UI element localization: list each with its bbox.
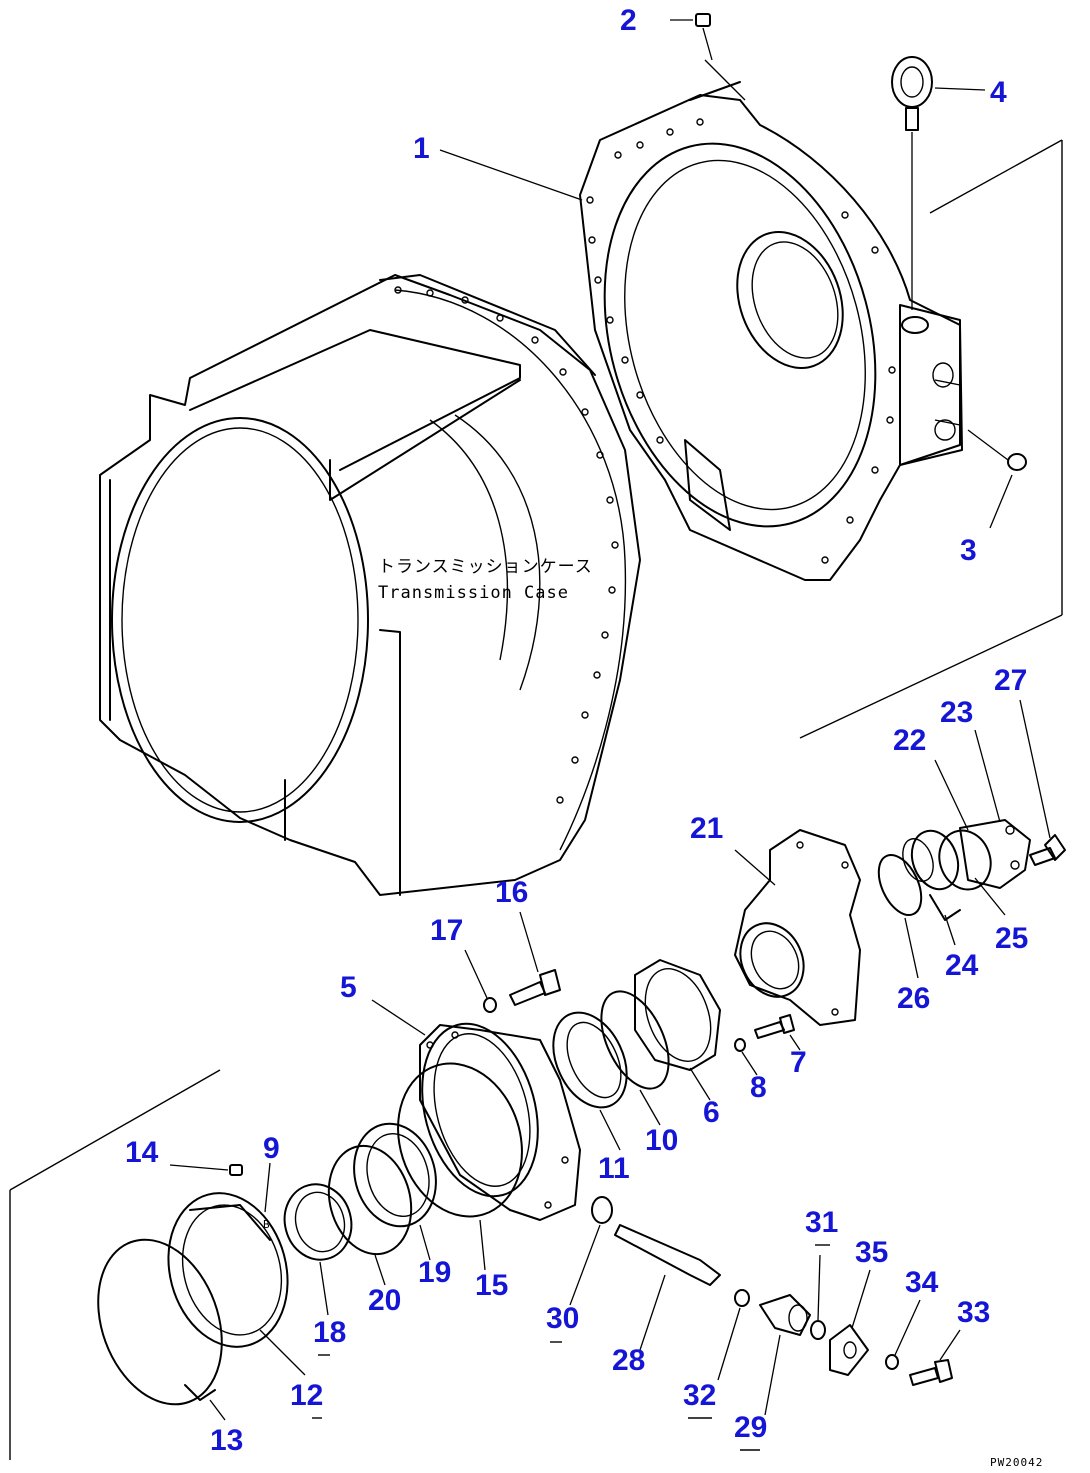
callout-1: 1	[413, 132, 430, 165]
callout-24: 24	[945, 949, 979, 982]
callout-7: 7	[790, 1046, 807, 1079]
part-17-washer	[483, 997, 497, 1013]
callout-12: 12	[290, 1379, 323, 1412]
housing-bolt-holes	[586, 118, 896, 564]
leader-lines	[169, 19, 1051, 1421]
callout-28: 28	[612, 1344, 645, 1377]
callout-ticks	[312, 1244, 830, 1451]
part-29-gear	[759, 1294, 811, 1336]
part-25-sleeve	[902, 829, 961, 921]
part-27-bolt	[1029, 834, 1066, 866]
callout-33: 33	[957, 1296, 990, 1329]
callout-4: 4	[990, 76, 1007, 109]
callout-18: 18	[313, 1316, 346, 1349]
callout-14: 14	[125, 1136, 159, 1169]
part-2-plug	[695, 13, 746, 101]
callout-22: 22	[893, 724, 926, 757]
callout-2: 2	[620, 4, 637, 37]
case-label-japanese: トランスミッションケース	[378, 557, 593, 577]
callout-10: 10	[645, 1124, 678, 1157]
callout-30: 30	[546, 1302, 579, 1335]
part-18-bearing	[283, 1183, 353, 1261]
callout-6: 6	[703, 1096, 720, 1129]
callout-labels: 2 1 4 3 27 23 22 21 25 24 26 16 17 5 7 8…	[125, 4, 1028, 1457]
part-11-bearing	[552, 1011, 628, 1109]
callout-21: 21	[690, 812, 723, 845]
part-12-cover	[167, 1192, 289, 1348]
callout-20: 20	[368, 1284, 401, 1317]
drawing-code: PW20042	[990, 1456, 1043, 1469]
marker-b-letter: B	[263, 1218, 271, 1231]
part-22-flange	[938, 819, 1031, 891]
callout-9: 9	[263, 1132, 280, 1165]
part-16-bolt	[509, 969, 561, 1006]
callout-35: 35	[855, 1236, 888, 1269]
part-34-washer	[885, 1354, 899, 1370]
callout-31: 31	[805, 1206, 838, 1239]
callout-11: 11	[598, 1152, 630, 1185]
reference-planes	[9, 139, 1063, 1460]
part-14-plug	[229, 1164, 243, 1176]
part-6-retainer	[634, 959, 721, 1071]
part-8-washer	[734, 1038, 746, 1052]
callout-19: 19	[418, 1256, 451, 1289]
transmission-case	[99, 274, 641, 896]
callout-3: 3	[960, 534, 977, 567]
part-28-shaft	[614, 1224, 721, 1286]
callout-17: 17	[430, 914, 463, 947]
callout-8: 8	[750, 1071, 767, 1104]
callout-27: 27	[994, 664, 1027, 697]
callout-23: 23	[940, 696, 973, 729]
part-35-plate	[829, 1324, 869, 1376]
part-33-bolt	[909, 1359, 953, 1386]
callout-16: 16	[495, 876, 528, 909]
part-15-oring	[397, 1062, 523, 1218]
part-21-bracket	[734, 829, 861, 1026]
part-31-ring	[810, 1320, 826, 1340]
callout-26: 26	[897, 982, 930, 1015]
part-3-plug	[967, 429, 1027, 529]
part-13-seal	[97, 1238, 223, 1406]
case-label-english: Transmission Case	[378, 583, 569, 603]
part-7-bolt	[754, 1014, 795, 1039]
part-1-housing	[579, 81, 963, 581]
callout-29: 29	[734, 1411, 767, 1444]
part-4-eyebolt	[891, 56, 933, 310]
part-10-oring	[600, 990, 670, 1090]
callout-25: 25	[995, 922, 1028, 955]
marker-b: B	[263, 1218, 271, 1231]
callout-15: 15	[475, 1269, 508, 1302]
callout-34: 34	[905, 1266, 939, 1299]
part-19-ring	[353, 1122, 437, 1228]
part-32-washer	[734, 1289, 750, 1307]
case-annotation: トランスミッションケース Transmission Case	[378, 557, 593, 603]
case-flange-holes	[394, 286, 619, 804]
part-30-bushing	[591, 1196, 613, 1224]
callout-5: 5	[340, 971, 357, 1004]
callout-32: 32	[683, 1379, 716, 1412]
part-26-oring	[877, 854, 923, 916]
part-20-snap-ring	[327, 1144, 413, 1256]
part-5-case	[419, 1022, 581, 1221]
callout-13: 13	[210, 1424, 243, 1457]
